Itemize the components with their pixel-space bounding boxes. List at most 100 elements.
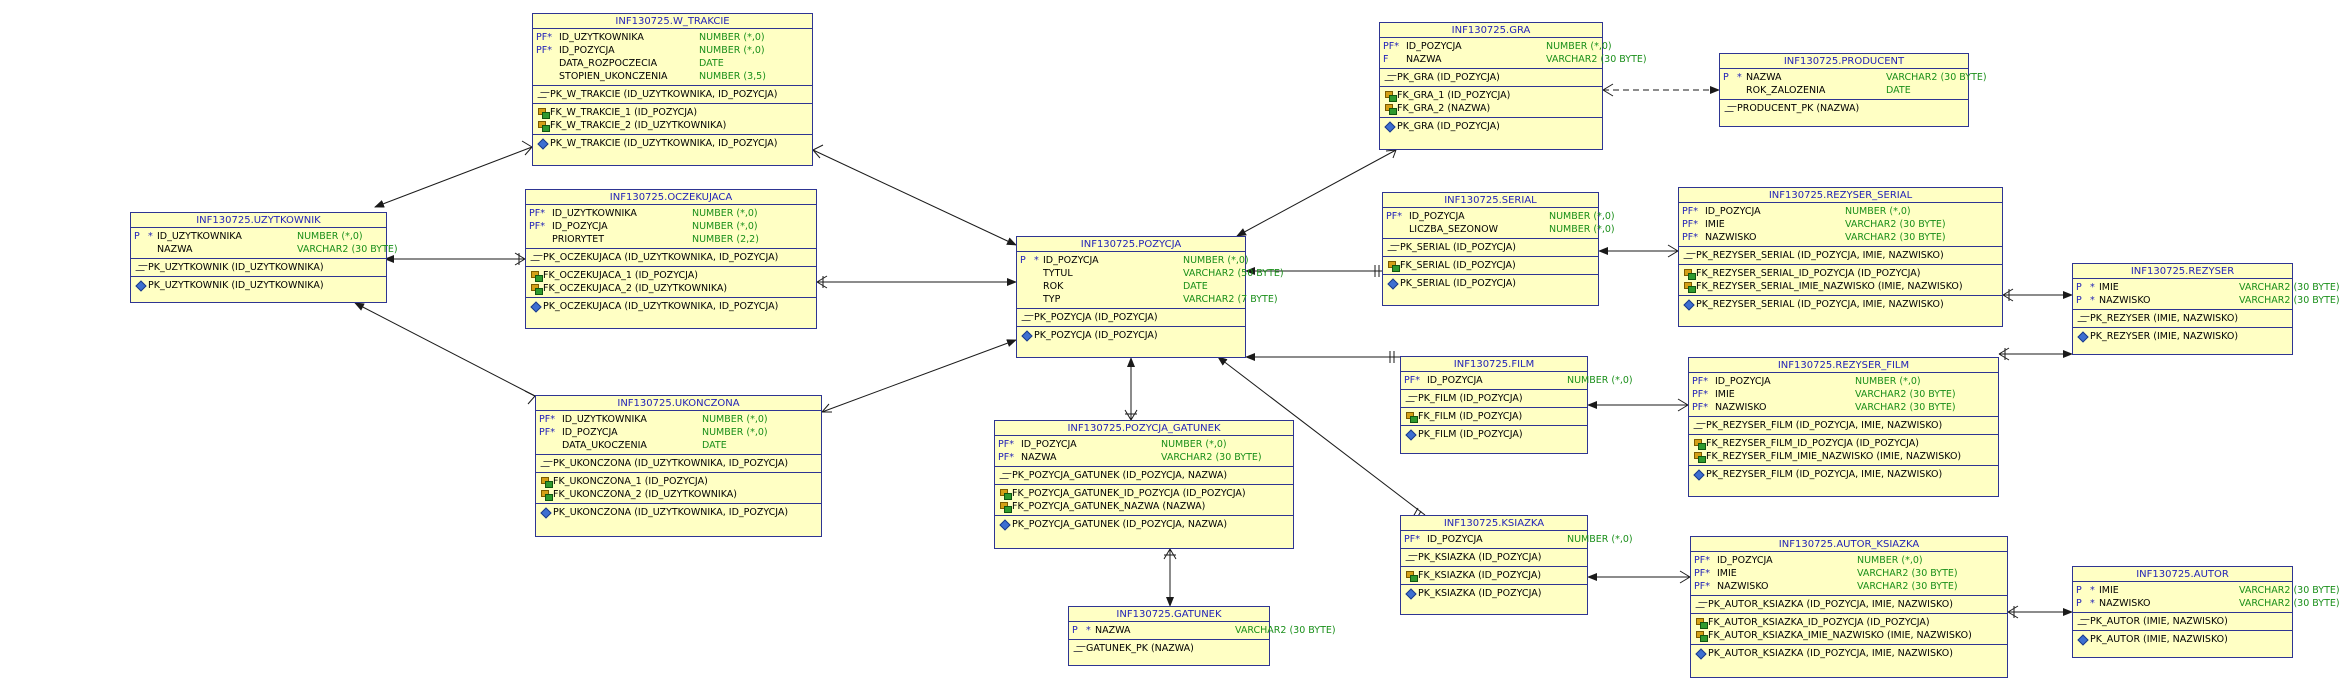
index-row[interactable]: PK_GRA (ID_POZYCJA) xyxy=(1383,120,1600,133)
foreign-key-row[interactable]: FK_REZYSER_SERIAL_IMIE_NAZWISKO (IMIE, N… xyxy=(1682,280,2000,293)
primary-key-row[interactable]: PK_W_TRAKCIE (ID_UZYTKOWNIKA, ID_POZYCJA… xyxy=(536,88,810,101)
foreign-key-row[interactable]: FK_SERIAL (ID_POZYCJA) xyxy=(1386,259,1596,272)
index-row[interactable]: PK_REZYSER_SERIAL (ID_POZYCJA, IMIE, NAZ… xyxy=(1682,298,2000,311)
index-row[interactable]: PK_OCZEKUJACA (ID_UZYTKOWNIKA, ID_POZYCJ… xyxy=(529,300,814,313)
index-row[interactable]: PK_UZYTKOWNIK (ID_UZYTKOWNIKA) xyxy=(134,279,384,292)
index-row[interactable]: PK_REZYSER (IMIE, NAZWISKO) xyxy=(2076,330,2290,343)
index-row[interactable]: PK_W_TRAKCIE (ID_UZYTKOWNIKA, ID_POZYCJA… xyxy=(536,137,810,150)
index-row[interactable]: PK_REZYSER_FILM (ID_POZYCJA, IMIE, NAZWI… xyxy=(1692,468,1996,481)
primary-key-row[interactable]: PK_REZYSER (IMIE, NAZWISKO) xyxy=(2076,312,2290,325)
primary-key-row[interactable]: PK_AUTOR (IMIE, NAZWISKO) xyxy=(2076,615,2290,628)
foreign-key-row[interactable]: FK_REZYSER_FILM_IMIE_NAZWISKO (IMIE, NAZ… xyxy=(1692,450,1996,463)
foreign-key-row[interactable]: FK_AUTOR_KSIAZKA_ID_POZYCJA (ID_POZYCJA) xyxy=(1694,616,2005,629)
foreign-key-row[interactable]: FK_UKONCZONA_2 (ID_UZYTKOWNIKA) xyxy=(539,488,819,501)
primary-key-row[interactable]: PK_FILM (ID_POZYCJA) xyxy=(1404,392,1585,405)
primary-key-row[interactable]: PK_REZYSER_SERIAL (ID_POZYCJA, IMIE, NAZ… xyxy=(1682,249,2000,262)
foreign-key-row[interactable]: FK_POZYCJA_GATUNEK_NAZWA (NAZWA) xyxy=(998,500,1291,513)
index-row[interactable]: PK_SERIAL (ID_POZYCJA) xyxy=(1386,277,1596,290)
foreign-key-row[interactable]: FK_UKONCZONA_1 (ID_POZYCJA) xyxy=(539,475,819,488)
foreign-key-row[interactable]: FK_KSIAZKA (ID_POZYCJA) xyxy=(1404,569,1585,582)
foreign-key-row[interactable]: FK_GRA_2 (NAZWA) xyxy=(1383,102,1600,115)
primary-key-row[interactable]: PK_AUTOR_KSIAZKA (ID_POZYCJA, IMIE, NAZW… xyxy=(1694,598,2005,611)
foreign-key-row[interactable]: FK_POZYCJA_GATUNEK_ID_POZYCJA (ID_POZYCJ… xyxy=(998,487,1291,500)
primary-key-row[interactable]: PK_UKONCZONA (ID_UZYTKOWNIKA, ID_POZYCJA… xyxy=(539,457,819,470)
foreign-key-row[interactable]: FK_REZYSER_SERIAL_ID_POZYCJA (ID_POZYCJA… xyxy=(1682,267,2000,280)
primary-key-row[interactable]: PK_REZYSER_FILM (ID_POZYCJA, IMIE, NAZWI… xyxy=(1692,419,1996,432)
index-row[interactable]: PK_KSIAZKA (ID_POZYCJA) xyxy=(1404,587,1585,600)
foreign-key-row[interactable]: FK_OCZEKUJACA_1 (ID_POZYCJA) xyxy=(529,269,814,282)
foreign-key-row[interactable]: FK_AUTOR_KSIAZKA_IMIE_NAZWISKO (IMIE, NA… xyxy=(1694,629,2005,642)
primary-key-row[interactable]: PK_OCZEKUJACA (ID_UZYTKOWNIKA, ID_POZYCJ… xyxy=(529,251,814,264)
index-row[interactable]: PK_UKONCZONA (ID_UZYTKOWNIKA, ID_POZYCJA… xyxy=(539,506,819,519)
index-row[interactable]: PK_AUTOR (IMIE, NAZWISKO) xyxy=(2076,633,2290,646)
primary-key-row[interactable]: PK_POZYCJA_GATUNEK (ID_POZYCJA, NAZWA) xyxy=(998,469,1291,482)
primary-key-row[interactable]: PK_KSIAZKA (ID_POZYCJA) xyxy=(1404,551,1585,564)
index-row[interactable]: PK_POZYCJA (ID_POZYCJA) xyxy=(1020,329,1243,342)
foreign-key-row[interactable]: FK_GRA_1 (ID_POZYCJA) xyxy=(1383,89,1600,102)
primary-key-row[interactable]: PK_POZYCJA (ID_POZYCJA) xyxy=(1020,311,1243,324)
foreign-key-row[interactable]: FK_OCZEKUJACA_2 (ID_UZYTKOWNIKA) xyxy=(529,282,814,295)
primary-key-row[interactable]: PK_UZYTKOWNIK (ID_UZYTKOWNIKA) xyxy=(134,261,384,274)
index-row[interactable]: PK_AUTOR_KSIAZKA (ID_POZYCJA, IMIE, NAZW… xyxy=(1694,647,2005,660)
foreign-key-row[interactable]: FK_W_TRAKCIE_2 (ID_UZYTKOWNIKA) xyxy=(536,119,810,132)
index-row[interactable]: PK_FILM (ID_POZYCJA) xyxy=(1404,428,1585,441)
primary-key-row[interactable]: PRODUCENT_PK (NAZWA) xyxy=(1723,102,1966,115)
primary-key-row[interactable]: PK_SERIAL (ID_POZYCJA) xyxy=(1386,241,1596,254)
primary-key-row[interactable]: GATUNEK_PK (NAZWA) xyxy=(1072,642,1267,655)
index-row[interactable]: PK_POZYCJA_GATUNEK (ID_POZYCJA, NAZWA) xyxy=(998,518,1291,531)
primary-key-row[interactable]: PK_GRA (ID_POZYCJA) xyxy=(1383,71,1600,84)
foreign-key-row[interactable]: FK_REZYSER_FILM_ID_POZYCJA (ID_POZYCJA) xyxy=(1692,437,1996,450)
